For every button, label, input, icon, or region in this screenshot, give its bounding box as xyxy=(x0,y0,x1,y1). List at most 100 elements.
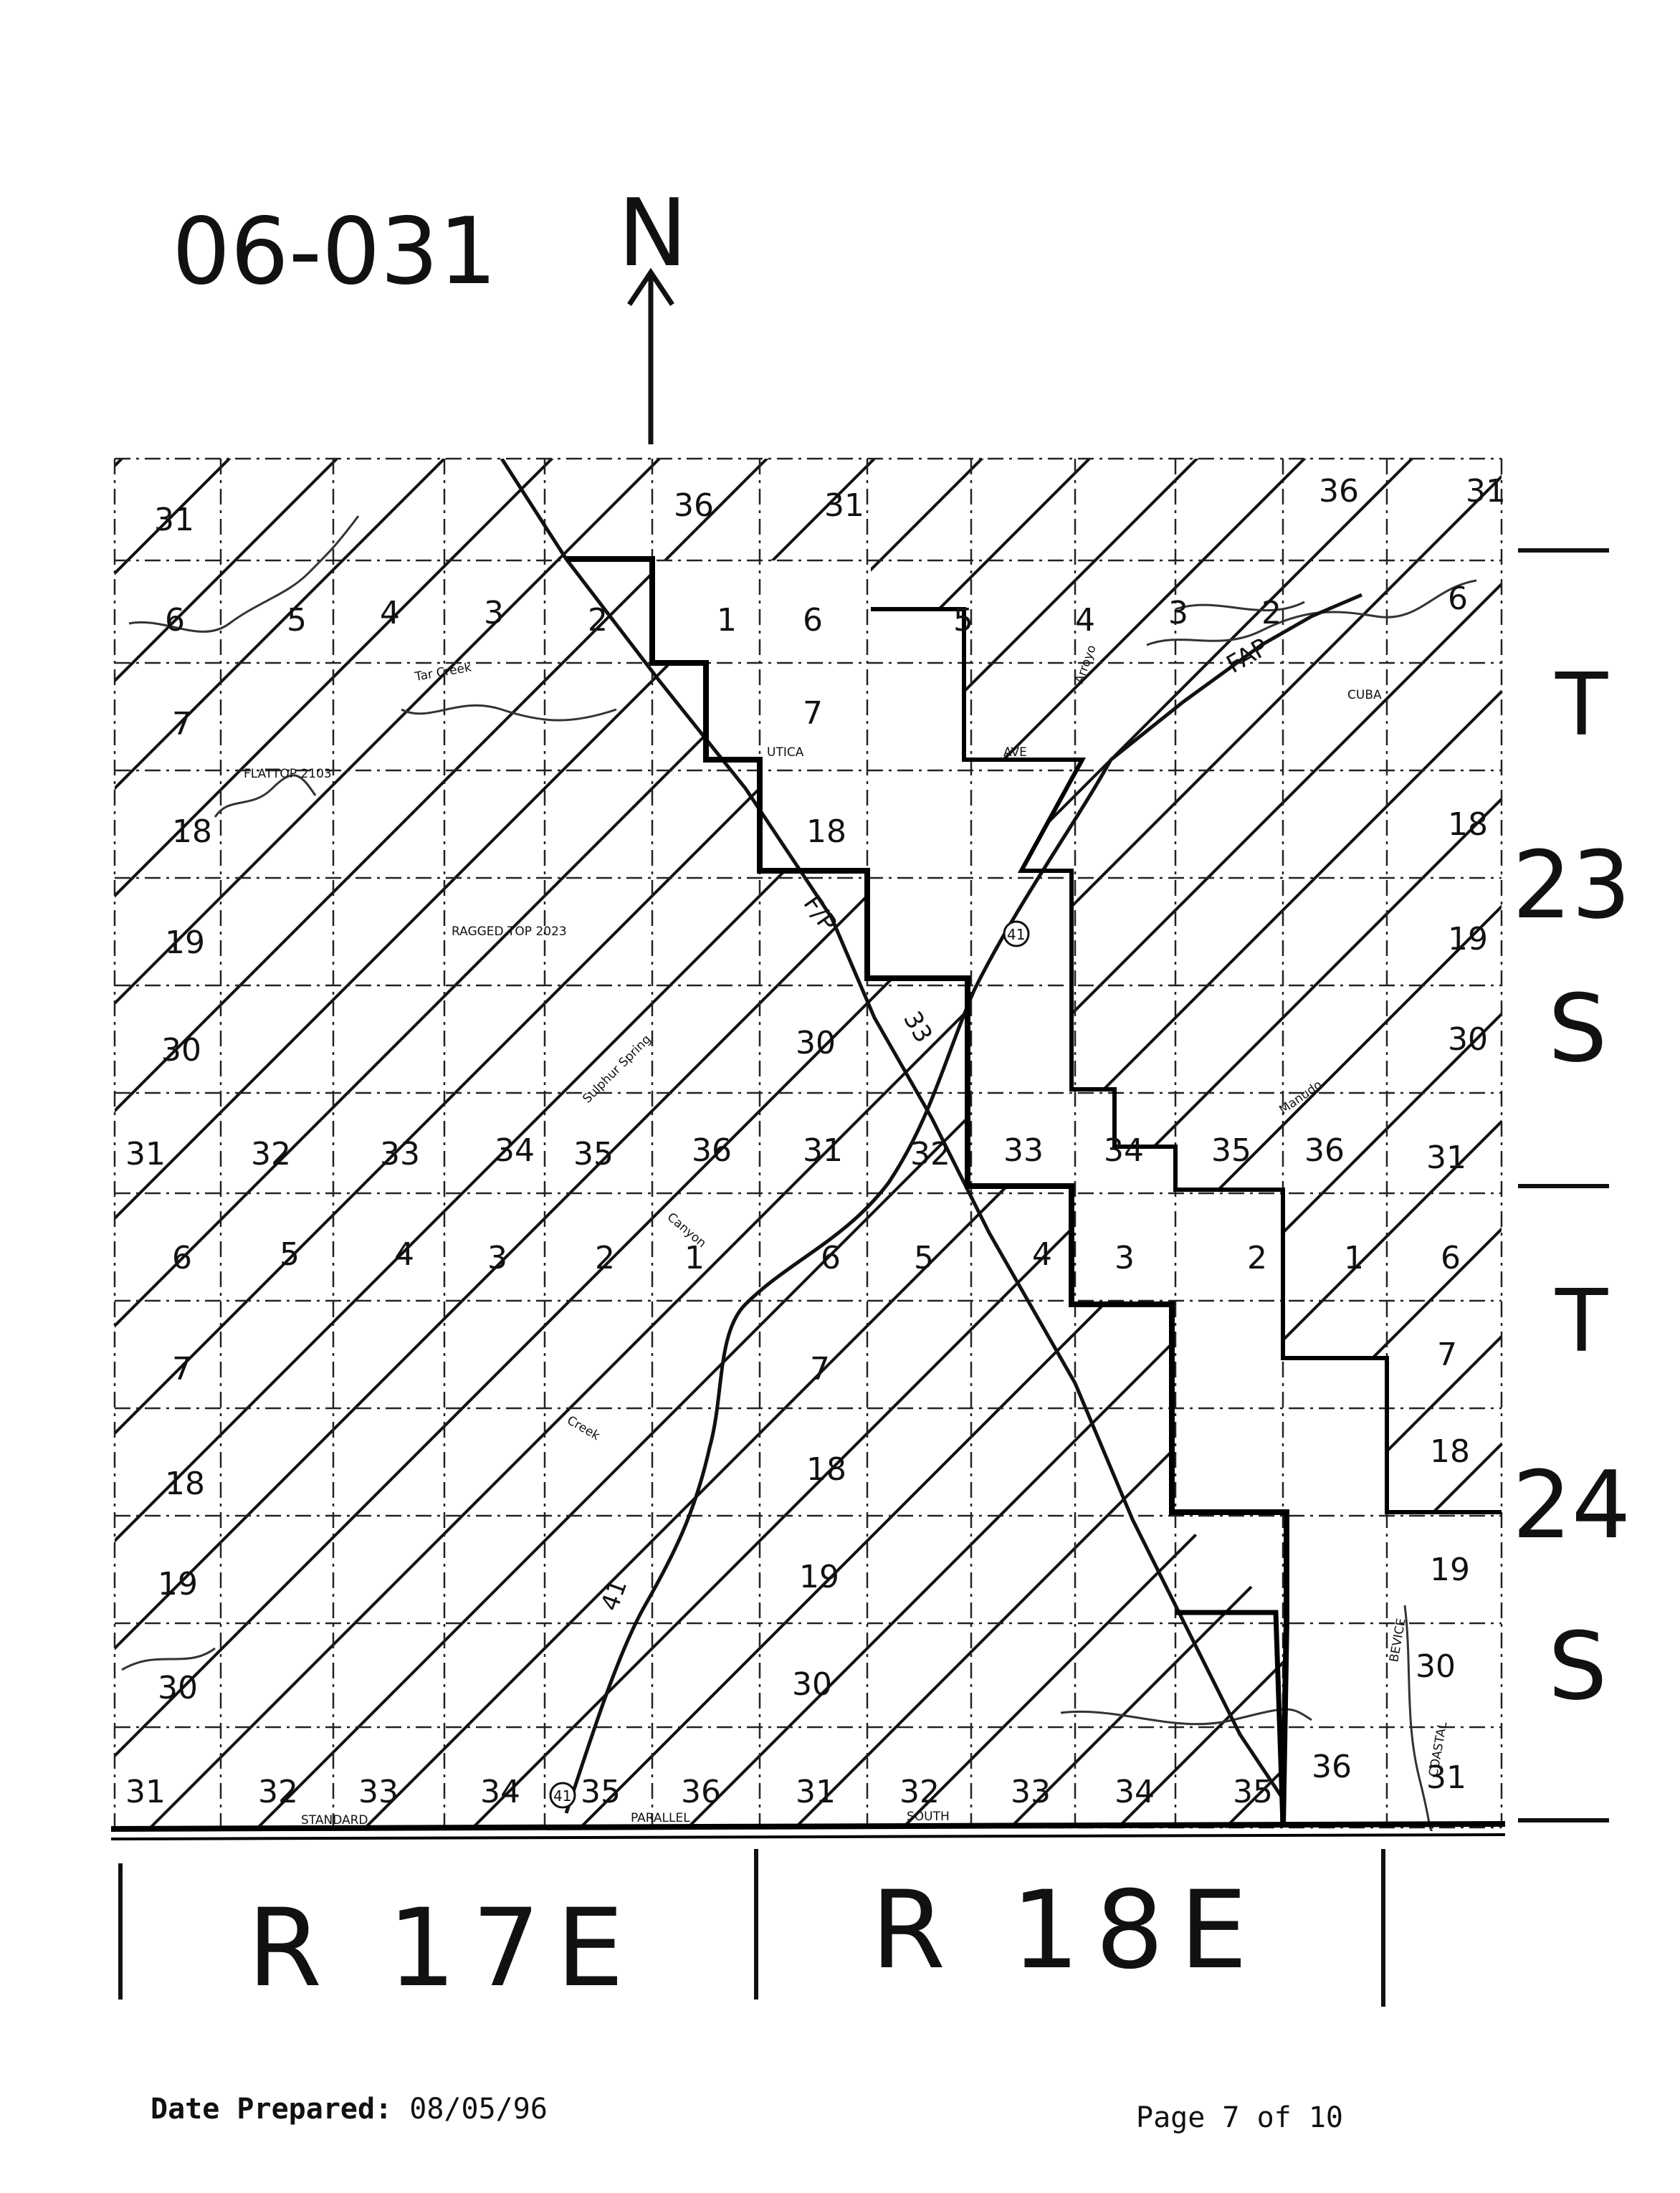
section-number: 2 xyxy=(588,602,608,639)
section-number: 4 xyxy=(1032,1236,1052,1273)
section-number: 19 xyxy=(799,1559,839,1595)
section-number: 18 xyxy=(165,1466,205,1502)
svg-text:S: S xyxy=(1548,1612,1608,1721)
svg-text:Sulphur Spring: Sulphur Spring xyxy=(580,1032,654,1106)
svg-text:AVE: AVE xyxy=(1003,745,1027,760)
svg-text:T: T xyxy=(1555,1272,1608,1372)
svg-text:41: 41 xyxy=(1007,926,1025,943)
section-number: 5 xyxy=(280,1236,300,1273)
section-number: 4 xyxy=(394,1236,414,1273)
section-number: 5 xyxy=(953,602,973,639)
section-number: 34 xyxy=(495,1132,535,1169)
section-number: 31 xyxy=(796,1774,836,1810)
section-number: 6 xyxy=(172,1240,192,1276)
section-number: 33 xyxy=(380,1136,420,1172)
section-number: 5 xyxy=(287,602,307,639)
section-number: 1 xyxy=(1344,1240,1364,1276)
svg-text:STANDARD: STANDARD xyxy=(301,1813,368,1828)
section-number: 34 xyxy=(1115,1774,1155,1810)
svg-text:Arroyo: Arroyo xyxy=(1072,643,1099,685)
section-number: 33 xyxy=(1011,1774,1051,1810)
section-number: 19 xyxy=(158,1566,198,1602)
section-number: 36 xyxy=(681,1774,721,1810)
section-number: 3 xyxy=(487,1240,507,1276)
date-value: 08/05/96 xyxy=(409,2093,548,2126)
section-number: 30 xyxy=(792,1666,832,1703)
section-number: 7 xyxy=(803,695,823,732)
township-labels: T 23 S T 24 S xyxy=(1512,656,1631,1721)
section-number: 6 xyxy=(165,602,185,639)
section-number: 33 xyxy=(358,1774,398,1810)
section-number: 2 xyxy=(1261,595,1282,631)
svg-text:41: 41 xyxy=(596,1576,633,1615)
svg-text:RAGGED TOP 2023: RAGGED TOP 2023 xyxy=(452,924,567,939)
section-number: 1 xyxy=(684,1240,705,1276)
section-number: 30 xyxy=(161,1032,201,1069)
section-number: 35 xyxy=(581,1774,621,1810)
section-grid xyxy=(113,457,1503,1829)
svg-text:41: 41 xyxy=(553,1787,571,1805)
section-number: 19 xyxy=(1430,1552,1470,1588)
date-label: Date Prepared: xyxy=(151,2093,393,2126)
section-number: 34 xyxy=(480,1774,520,1810)
section-number: 32 xyxy=(251,1136,291,1172)
section-number: 31 xyxy=(1426,1140,1466,1176)
section-number: 30 xyxy=(158,1670,198,1706)
section-number: 32 xyxy=(258,1774,298,1810)
svg-text:PARALLEL: PARALLEL xyxy=(631,1811,690,1825)
svg-text:SOUTH: SOUTH xyxy=(907,1810,950,1824)
section-number: 31 xyxy=(154,502,194,538)
section-number: 6 xyxy=(803,602,823,639)
section-number: 36 xyxy=(1304,1132,1345,1169)
svg-text:T: T xyxy=(1555,656,1608,755)
section-number: 36 xyxy=(1319,473,1359,510)
section-number: 30 xyxy=(1416,1648,1456,1685)
section-number: 19 xyxy=(1448,921,1488,957)
section-number: 3 xyxy=(1115,1240,1135,1276)
section-number: 2 xyxy=(1247,1240,1267,1276)
section-number: 6 xyxy=(1448,580,1468,617)
highway-41 xyxy=(500,459,1362,1814)
section-number: 18 xyxy=(806,1451,846,1488)
svg-text:Tar Creek: Tar Creek xyxy=(413,660,472,684)
section-number: 2 xyxy=(595,1240,615,1276)
svg-text:Manudo: Manudo xyxy=(1276,1078,1325,1117)
range-dividers xyxy=(118,1849,1385,2007)
section-number: 31 xyxy=(125,1774,166,1810)
section-number: 4 xyxy=(380,595,400,631)
section-number: 32 xyxy=(910,1136,950,1172)
boundary-line xyxy=(566,556,1289,1828)
section-number: 36 xyxy=(692,1132,732,1169)
svg-text:CUBA: CUBA xyxy=(1347,688,1382,702)
section-number: 18 xyxy=(172,813,212,850)
svg-text:Creek: Creek xyxy=(565,1413,603,1443)
section-number: 18 xyxy=(1448,806,1488,843)
svg-text:R 17E: R 17E xyxy=(247,1886,640,2011)
section-number: 19 xyxy=(165,924,205,961)
svg-text:FLATTOP 2103: FLATTOP 2103 xyxy=(244,767,332,781)
section-number: 3 xyxy=(1168,595,1188,631)
section-number: 7 xyxy=(172,1351,192,1387)
map-id-title: 06-031 xyxy=(172,199,497,305)
section-number: 31 xyxy=(803,1132,843,1169)
svg-text:R 18E: R 18E xyxy=(871,1868,1264,1993)
svg-text:23: 23 xyxy=(1512,831,1631,940)
section-number: 7 xyxy=(810,1351,830,1387)
section-number: 30 xyxy=(796,1025,836,1061)
svg-text:33: 33 xyxy=(897,1007,937,1048)
section-number: 1 xyxy=(717,602,737,639)
section-number: 35 xyxy=(1233,1774,1273,1810)
section-number: 31 xyxy=(1426,1759,1466,1796)
north-label: N xyxy=(618,178,687,287)
section-number: 30 xyxy=(1448,1021,1488,1058)
svg-text:S: S xyxy=(1548,974,1608,1083)
range-labels: R 17E R 18E xyxy=(247,1868,1264,2011)
section-number: 31 xyxy=(1466,473,1506,510)
section-number: 35 xyxy=(573,1136,614,1172)
section-number: 33 xyxy=(1003,1132,1044,1169)
section-number: 7 xyxy=(1437,1337,1457,1373)
section-number: 4 xyxy=(1075,602,1095,639)
section-number: 31 xyxy=(824,487,864,524)
page-number: Page 7 of 10 xyxy=(1136,2101,1343,2134)
